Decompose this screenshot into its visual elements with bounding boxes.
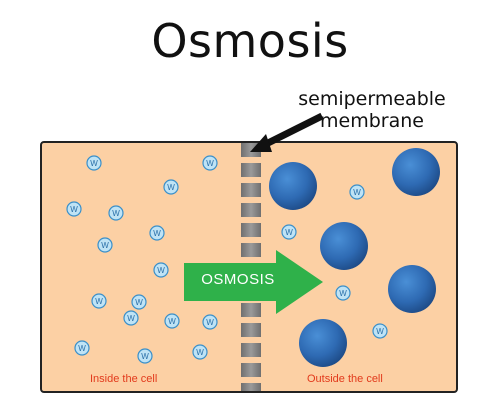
svg-text:W: W bbox=[167, 183, 175, 192]
solute-particle bbox=[320, 222, 368, 270]
water-molecule: W bbox=[74, 340, 90, 356]
svg-text:W: W bbox=[135, 298, 143, 307]
svg-text:W: W bbox=[206, 159, 214, 168]
svg-text:W: W bbox=[339, 289, 347, 298]
svg-text:W: W bbox=[90, 159, 98, 168]
solute-particle bbox=[388, 265, 436, 313]
water-molecule: W bbox=[137, 348, 153, 364]
water-molecule: W bbox=[349, 184, 365, 200]
water-molecule: W bbox=[97, 237, 113, 253]
membrane-segment bbox=[241, 363, 261, 377]
water-molecule: W bbox=[164, 313, 180, 329]
water-molecule: W bbox=[123, 310, 139, 326]
diagram-title: Osmosis bbox=[151, 14, 349, 68]
water-molecule: W bbox=[86, 155, 102, 171]
outside-cell-label: Outside the cell bbox=[307, 373, 383, 385]
osmosis-arrow-label: OSMOSIS bbox=[201, 271, 275, 288]
svg-text:W: W bbox=[112, 209, 120, 218]
solute-particle bbox=[392, 148, 440, 196]
membrane-segment bbox=[241, 343, 261, 357]
solute-particle bbox=[299, 319, 347, 367]
membrane-label: semipermeable membrane bbox=[292, 88, 452, 132]
membrane-pointer-arrow bbox=[250, 112, 324, 152]
membrane-label-line1: semipermeable bbox=[298, 88, 446, 110]
svg-text:W: W bbox=[196, 348, 204, 357]
membrane-segment bbox=[241, 203, 261, 217]
water-molecule: W bbox=[372, 323, 388, 339]
svg-text:W: W bbox=[353, 188, 361, 197]
water-molecule: W bbox=[202, 155, 218, 171]
water-molecule: W bbox=[192, 344, 208, 360]
membrane-segment bbox=[241, 383, 261, 391]
svg-text:W: W bbox=[95, 297, 103, 306]
water-molecule: W bbox=[66, 201, 82, 217]
membrane-segment bbox=[241, 323, 261, 337]
membrane-segment bbox=[241, 183, 261, 197]
svg-text:W: W bbox=[157, 266, 165, 275]
water-molecule: W bbox=[91, 293, 107, 309]
svg-text:W: W bbox=[206, 318, 214, 327]
water-molecule: W bbox=[163, 179, 179, 195]
membrane-segment bbox=[241, 163, 261, 177]
svg-text:W: W bbox=[70, 205, 78, 214]
water-molecule: W bbox=[108, 205, 124, 221]
water-molecule: W bbox=[153, 262, 169, 278]
svg-text:W: W bbox=[141, 352, 149, 361]
solute-particle bbox=[269, 162, 317, 210]
membrane-segment bbox=[241, 223, 261, 237]
osmosis-arrow bbox=[184, 250, 323, 314]
water-molecule: W bbox=[335, 285, 351, 301]
svg-text:W: W bbox=[285, 228, 293, 237]
inside-cell-label: Inside the cell bbox=[90, 373, 158, 385]
water-molecule: W bbox=[202, 314, 218, 330]
svg-text:W: W bbox=[168, 317, 176, 326]
membrane-label-line2: membrane bbox=[320, 110, 424, 132]
membrane-segment bbox=[241, 243, 261, 257]
svg-text:W: W bbox=[376, 327, 384, 336]
solute-particles bbox=[269, 148, 440, 367]
water-molecule: W bbox=[131, 294, 147, 310]
svg-text:W: W bbox=[78, 344, 86, 353]
svg-text:W: W bbox=[101, 241, 109, 250]
svg-text:W: W bbox=[127, 314, 135, 323]
membrane-segment bbox=[241, 303, 261, 317]
svg-text:W: W bbox=[153, 229, 161, 238]
water-molecule: W bbox=[149, 225, 165, 241]
water-molecule: W bbox=[281, 224, 297, 240]
